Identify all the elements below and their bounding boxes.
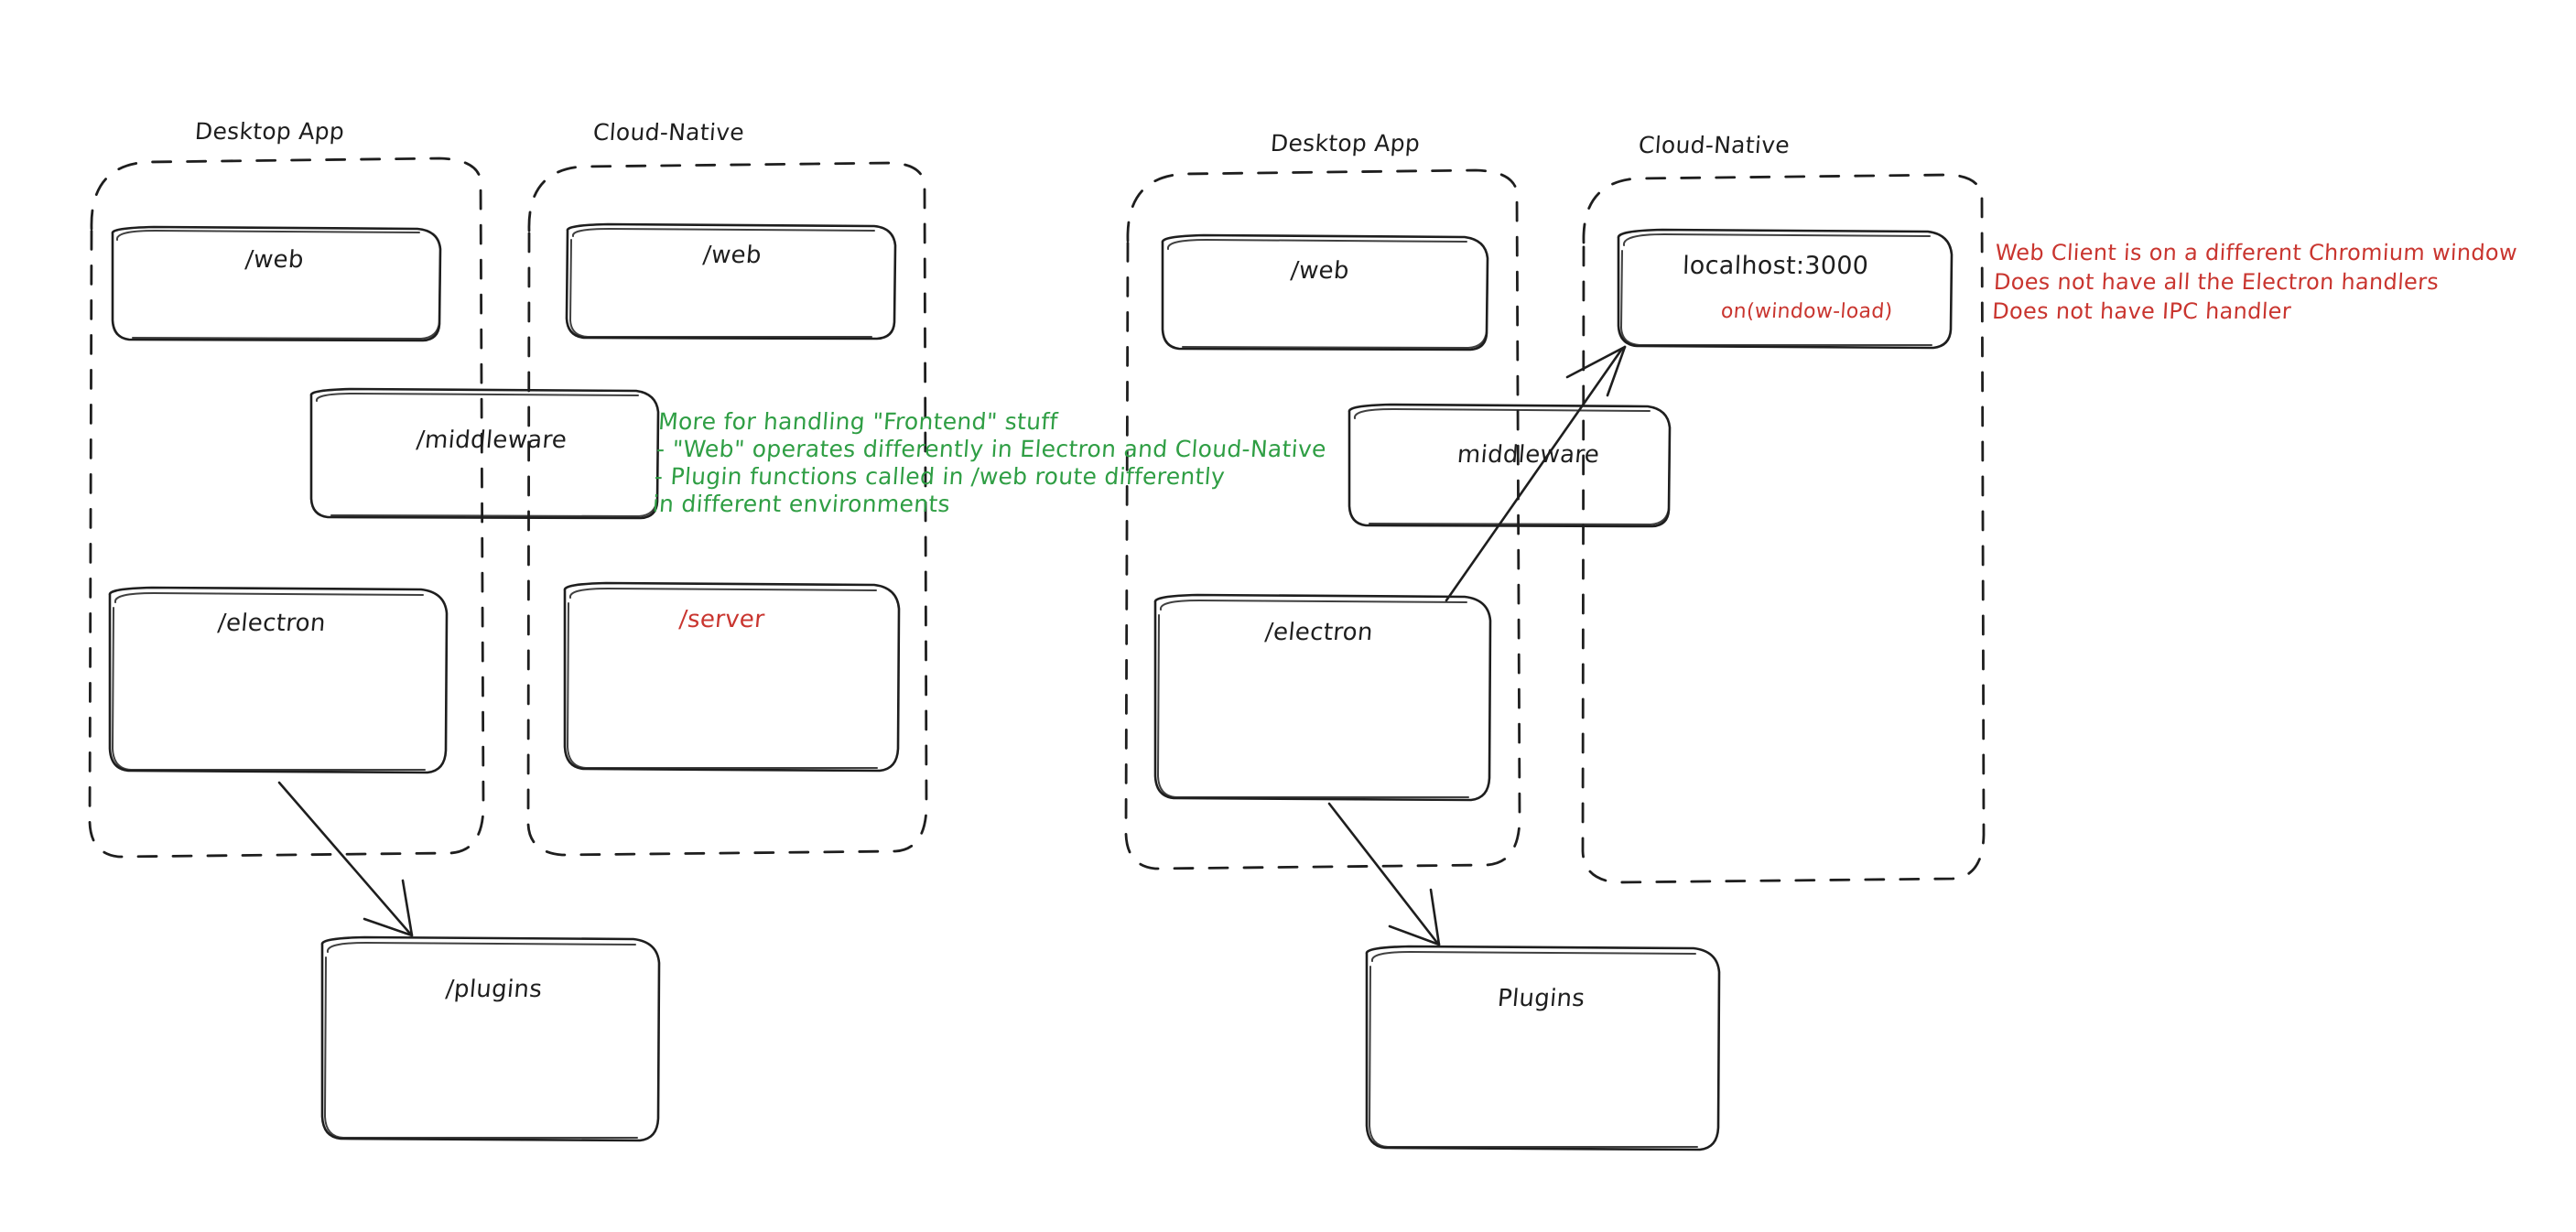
box-label-left-electron: /electron [216,610,327,637]
box-label-right-electron: /electron [1263,619,1374,646]
box-label-left-cloud-web: /web [701,242,763,269]
box-right-desktop-web [1161,233,1489,351]
box-label-right-plugins: Plugins [1496,985,1586,1012]
box-label-right-middleware: middleware [1456,441,1601,469]
group-title-right-desktop: Desktop App [1269,130,1422,157]
box-label-right-localhost: localhost:3000 [1682,252,1869,280]
note-green-frontend: More for handling "Frontend" stuff - "We… [651,408,1327,517]
note-red-web-client: Web Client is on a different Chromium wi… [1991,240,2518,324]
box-right-plugins [1365,945,1721,1151]
group-frame-right-cloud [1581,173,1986,884]
box-label-left-server: /server [677,606,766,633]
group-title-left-desktop: Desktop App [193,118,346,145]
group-title-right-cloud: Cloud-Native [1637,132,1791,158]
arrow-right-electron-to-localhost [1445,345,1627,602]
box-left-plugins [320,935,661,1142]
box-right-localhost [1617,228,1954,350]
box-label-left-desktop-web: /web [244,246,306,274]
arrow-left-electron-to-plugins [277,781,414,937]
box-sublabel-right-localhost-onwindowload: on(window-load) [1720,300,1894,323]
box-label-right-desktop-web: /web [1289,257,1351,285]
box-label-left-plugins: /plugins [444,976,544,1003]
group-title-left-cloud: Cloud-Native [591,119,745,146]
box-left-desktop-web [111,225,442,342]
arrow-right-electron-to-plugins [1327,802,1441,946]
box-label-left-middleware: /middleware [415,427,568,454]
